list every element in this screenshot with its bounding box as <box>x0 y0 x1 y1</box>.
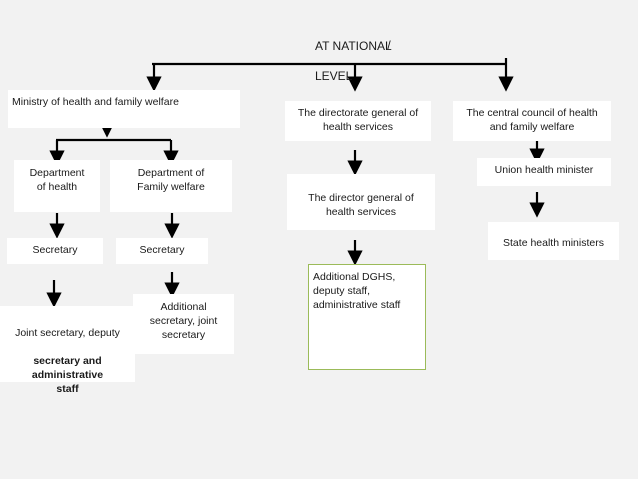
title-mark: / <box>387 38 391 52</box>
title-line1: AT NATIONAL <box>315 39 392 53</box>
node-state-ministers: State health ministers <box>488 222 619 260</box>
node-secretary-1: Secretary <box>7 238 103 264</box>
node-additional-secretary: Additional secretary, joint secretary <box>133 294 234 354</box>
title-at-national-level: AT NATIONAL LEVEL <box>315 24 415 84</box>
node-dghs: The directorate general of health servic… <box>285 101 431 141</box>
node-ministry: Ministry of health and family welfare <box>8 90 240 128</box>
joint-secretary-line1: Joint secretary, deputy <box>15 327 120 339</box>
node-joint-secretary: Joint secretary, deputy secretary and ad… <box>0 306 135 395</box>
joint-secretary-bold: secretary and administrative staff <box>31 355 104 395</box>
title-line2: LEVEL <box>315 69 353 83</box>
node-director-general: The director general of health services <box>287 174 435 230</box>
node-additional-dghs: Additional DGHS, deputy staff, administr… <box>308 264 426 370</box>
node-union-minister: Union health minister <box>477 158 611 186</box>
node-dept-health: Department of health <box>14 160 100 212</box>
node-central-council: The central council of health and family… <box>453 101 611 141</box>
node-dept-family: Department of Family welfare <box>110 160 232 212</box>
node-secretary-2: Secretary <box>116 238 208 264</box>
